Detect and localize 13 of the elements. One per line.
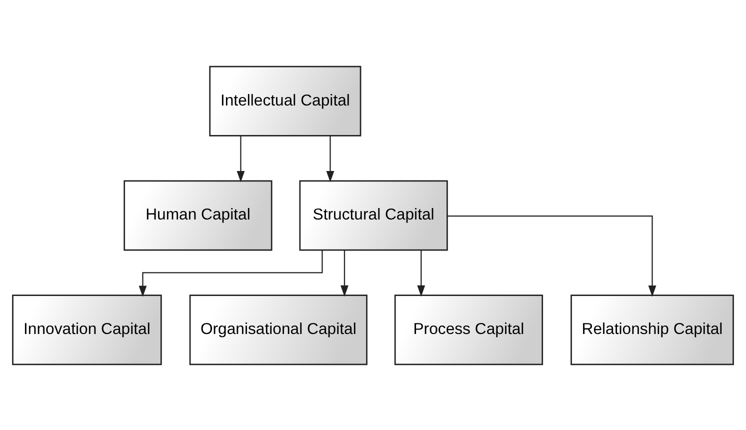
node-box: Relationship Capital [570, 294, 734, 365]
arrow [340, 250, 348, 296]
node-box: Innovation Capital [12, 294, 162, 365]
arrow [138, 250, 323, 297]
node-box: Process Capital [394, 294, 544, 365]
node-box: Human Capital [124, 180, 272, 250]
arrow [417, 250, 426, 296]
node-box: Structural Capital [299, 180, 448, 250]
arrow [326, 135, 334, 182]
arrow [236, 135, 245, 182]
arrow [448, 215, 656, 296]
node-box: Intellectual Capital [209, 65, 362, 136]
node-box: Organisational Capital [189, 294, 368, 365]
